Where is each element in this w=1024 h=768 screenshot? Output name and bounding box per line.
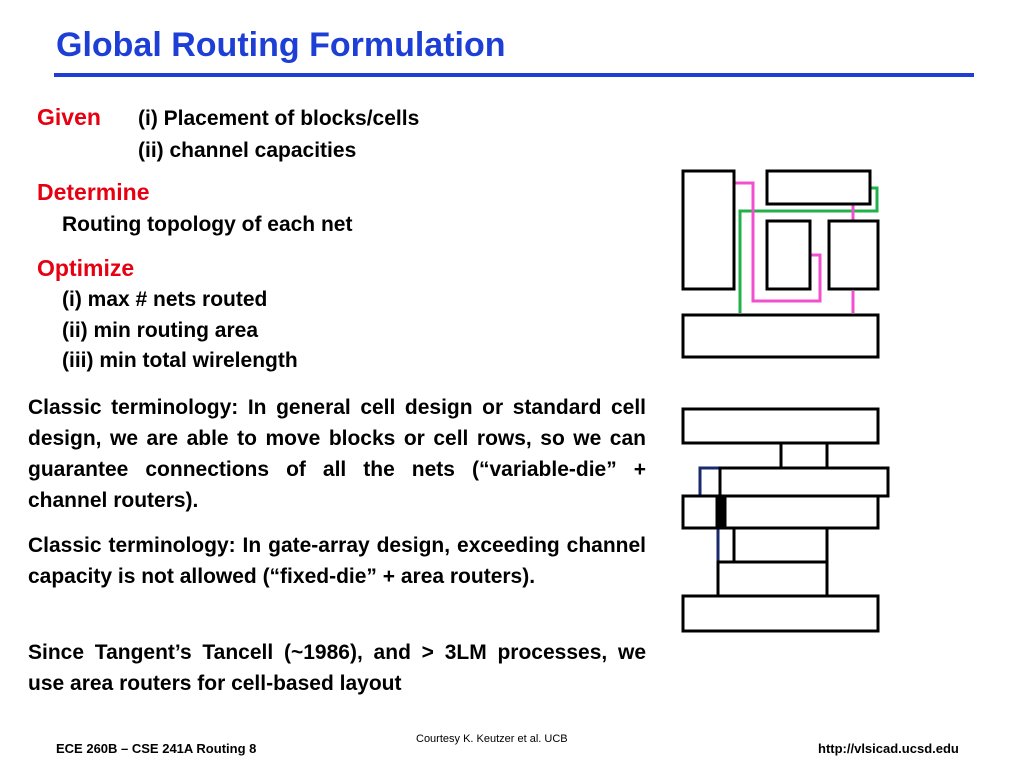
title-underline xyxy=(54,73,974,77)
area-routing-diagram xyxy=(681,169,880,359)
via-block xyxy=(715,495,727,529)
row-2-upper xyxy=(718,466,890,498)
footer-url[interactable]: http://vlsicad.ucsd.edu xyxy=(818,741,959,756)
block-tall-left xyxy=(681,169,736,291)
given-label: Given xyxy=(37,104,101,130)
row-3 xyxy=(681,594,880,633)
slide-title: Global Routing Formulation xyxy=(56,26,506,64)
cell-stub-2 xyxy=(732,526,829,564)
block-mid-small xyxy=(765,219,812,291)
block-bottom xyxy=(681,313,880,359)
row-1 xyxy=(681,407,880,445)
block-mid-right xyxy=(827,219,880,291)
paragraph-tancell: Since Tangent’s Tancell (~1986), and > 3… xyxy=(28,641,646,695)
determine-text: Routing topology of each net xyxy=(62,213,353,236)
cell-stub-1 xyxy=(779,441,829,470)
footer-courtesy: Courtesy K. Keutzer et al. UCB xyxy=(416,733,568,745)
footer-course: ECE 260B – CSE 241A Routing 8 xyxy=(56,741,257,756)
determine-label: Determine xyxy=(37,179,150,205)
given-item-2: (ii) channel capacities xyxy=(138,139,357,162)
channel-routing-diagram xyxy=(681,407,890,633)
paragraph-general-cell: Classic terminology: In general cell des… xyxy=(28,396,646,512)
given-item-1: (i) Placement of blocks/cells xyxy=(138,107,420,130)
optimize-item-3: (iii) min total wirelength xyxy=(62,349,298,372)
wire-pink-1 xyxy=(734,181,822,303)
row-2 xyxy=(681,494,880,530)
optimize-label: Optimize xyxy=(37,255,135,281)
optimize-item-2: (ii) min routing area xyxy=(62,319,259,342)
wire-green xyxy=(738,186,879,313)
optimize-item-1: (i) max # nets routed xyxy=(62,288,268,311)
paragraph-gate-array: Classic terminology: In gate-array desig… xyxy=(28,534,646,588)
cell-stub-3 xyxy=(716,560,829,598)
block-top-right xyxy=(765,169,872,206)
